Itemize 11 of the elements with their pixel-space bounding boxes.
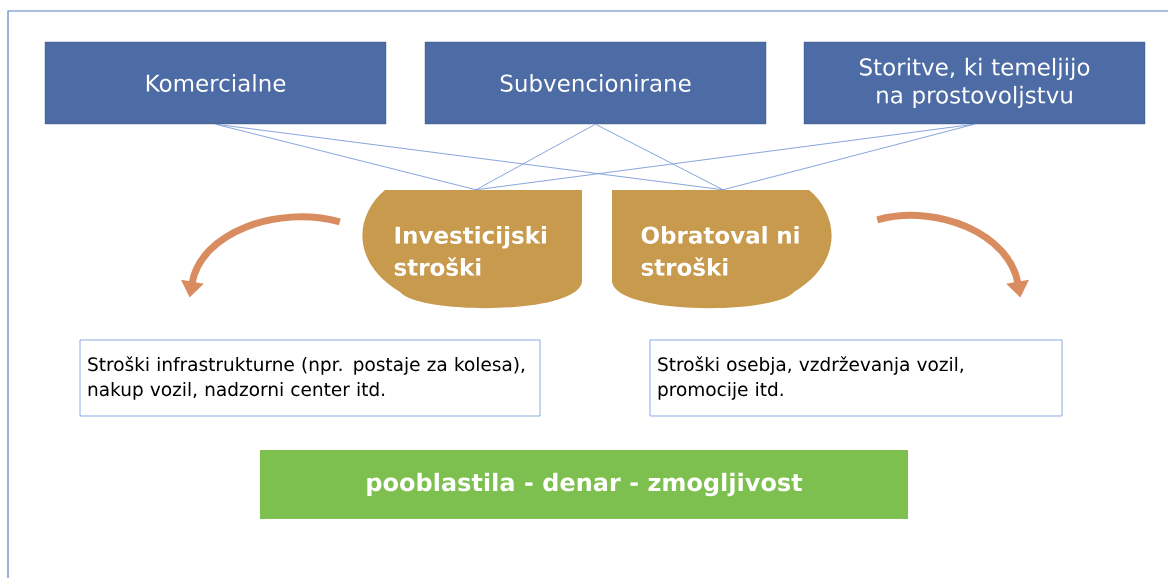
description-box: Stroški osebja, vzdrževanja vozil, promocije itd. <box>649 339 1063 417</box>
connector-line <box>215 123 724 191</box>
category-box: Komercialne <box>44 41 387 125</box>
connector-line <box>215 123 477 191</box>
summary-bar: pooblastila - denar - zmogljivost <box>260 450 908 519</box>
description-box: Stroški infrastrukturne (npr. postaje za kolesa), nakup vozil, nadzorni center itd. <box>79 339 541 417</box>
connector-line <box>475 123 596 191</box>
category-box: Subvencionirane <box>424 41 767 125</box>
connector-line <box>595 123 724 191</box>
connector-line <box>722 123 975 191</box>
category-box: Storitve, ki temeljijo na prostovoljstvu <box>803 41 1146 125</box>
